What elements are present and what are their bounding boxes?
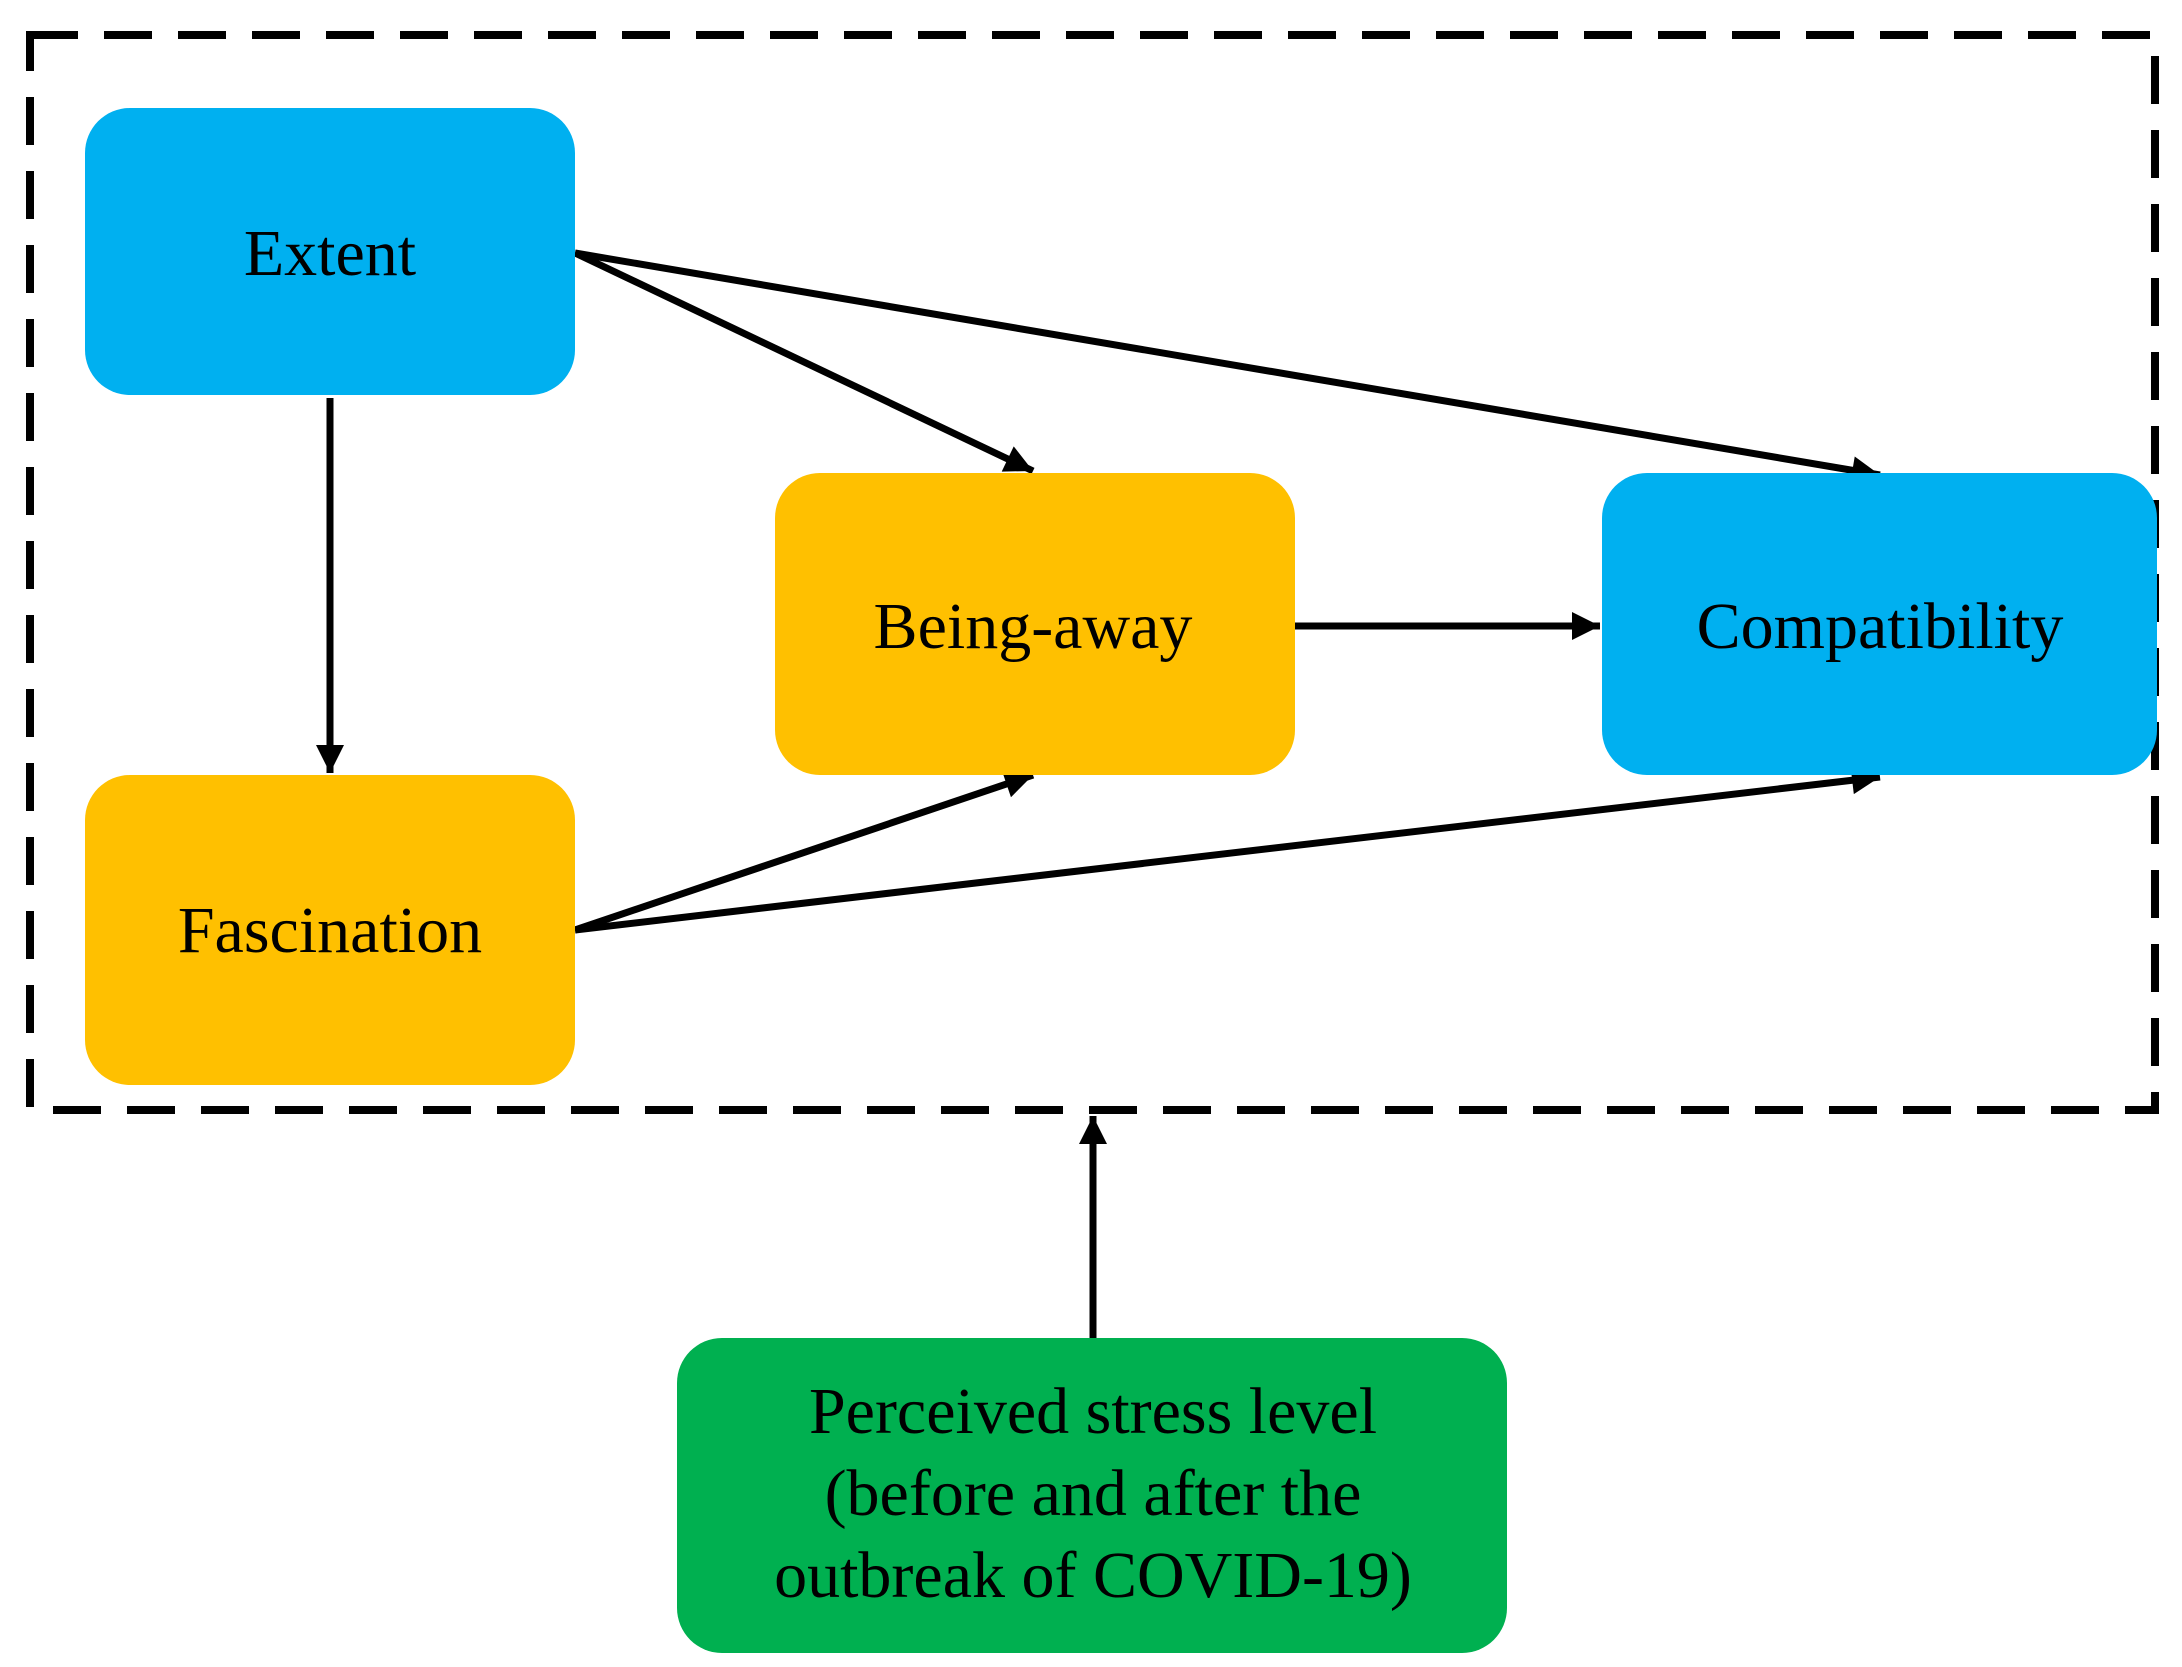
node-fascination-label: Fascination [178, 894, 482, 967]
node-fascination-box [85, 775, 575, 1085]
node-fascination: Fascination [85, 775, 575, 1085]
node-compatibility-label: Compatibility [1697, 590, 2064, 663]
node-extent-box [85, 108, 575, 395]
arrow-fascination-to-being-away [573, 770, 1035, 934]
arrow-fascination-to-compatibility [574, 766, 1881, 934]
node-extent: Extent [85, 108, 575, 395]
node-perceived-stress-line-2: (before and after the [825, 1457, 1362, 1530]
node-being-away-box [775, 473, 1295, 775]
node-compatibility-box [1602, 473, 2157, 775]
node-being-away: Being-away [775, 473, 1295, 775]
node-being-away-label: Being-away [874, 590, 1193, 663]
node-perceived-stress-box [677, 1338, 1507, 1653]
node-perceived-stress-line-3: outbreak of COVID-19) [774, 1539, 1412, 1612]
arrow-extent-to-compatibility [574, 249, 1881, 485]
arrow-extent-to-being-away [573, 249, 1035, 475]
node-compatibility: Compatibility [1602, 473, 2157, 775]
node-perceived-stress-line-1: Perceived stress level [809, 1375, 1377, 1448]
node-perceived-stress: Perceived stress level (before and after… [677, 1338, 1507, 1653]
node-extent-label: Extent [244, 217, 416, 290]
model-boundary [26, 31, 2159, 1114]
